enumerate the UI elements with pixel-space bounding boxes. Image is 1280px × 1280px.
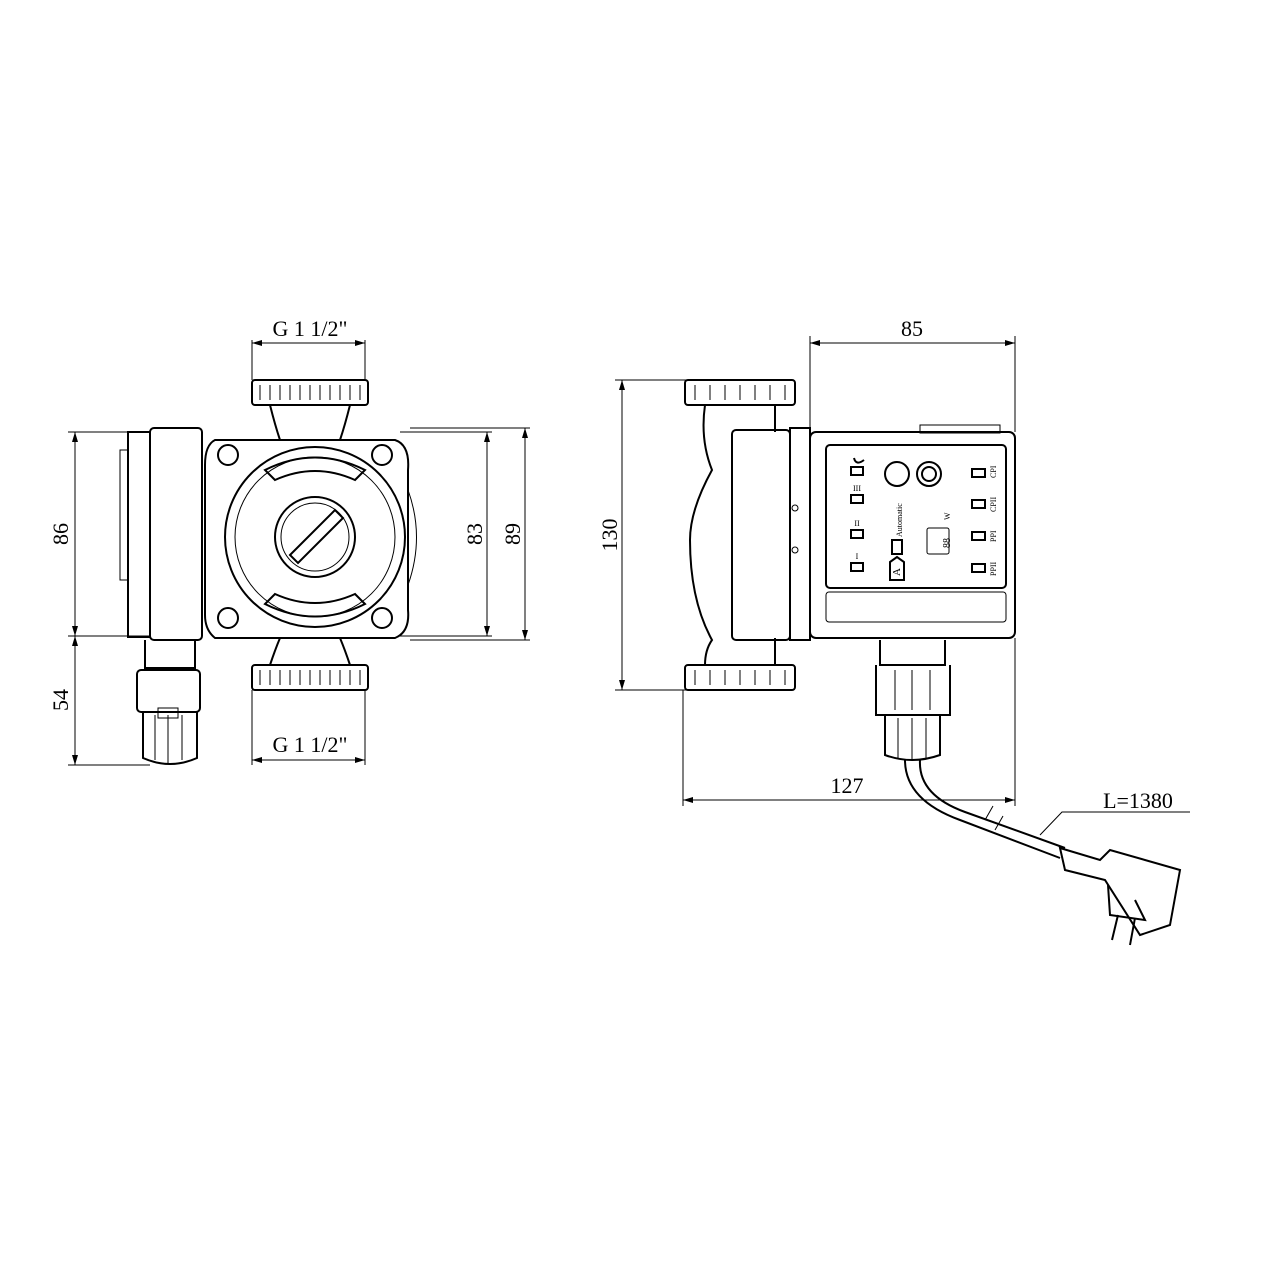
svg-text:CPII: CPII (989, 497, 998, 512)
svg-text:PPII: PPII (989, 561, 998, 576)
pump-housing (204, 439, 417, 639)
power-unit: W (943, 512, 952, 520)
button-pp1[interactable] (971, 531, 986, 541)
button-cp2[interactable] (971, 499, 986, 509)
dim-130: 130 (597, 519, 622, 552)
pipe-connector-bottom (251, 637, 369, 691)
dim-86: 86 (48, 523, 73, 545)
dim-83: 83 (462, 523, 487, 545)
button-speed-3[interactable] (850, 494, 864, 504)
power-plug (1058, 846, 1182, 946)
power-display: 88 (942, 538, 953, 548)
pipe-connector-top (251, 379, 369, 441)
button-automatic[interactable] (891, 539, 903, 555)
side-view: III II I Automatic A 88 W CPI CPII PPI P… (597, 316, 1190, 946)
automatic-label: Automatic (895, 503, 904, 537)
button-cp1[interactable] (971, 468, 986, 478)
button-pp2[interactable] (971, 563, 986, 573)
dim-127: 127 (831, 773, 864, 798)
svg-text:II: II (854, 519, 860, 528)
dim-89: 89 (500, 523, 525, 545)
button-night[interactable] (850, 466, 864, 476)
control-panel (825, 444, 1007, 589)
motor-end-cap (119, 427, 203, 641)
thread-top-label: G 1 1/2" (273, 316, 348, 341)
cable-gland-side (875, 640, 951, 761)
dim-85: 85 (901, 316, 923, 341)
svg-text:PPI: PPI (989, 530, 998, 542)
thread-bottom-label: G 1 1/2" (273, 732, 348, 757)
button-speed-1[interactable] (850, 562, 864, 572)
auto-button[interactable] (889, 555, 905, 581)
power-indicator (916, 461, 942, 487)
control-box: III II I Automatic A 88 W CPI CPII PPI P… (809, 424, 1016, 639)
svg-text:CPI: CPI (989, 465, 998, 478)
pipe-side (684, 379, 796, 691)
night-mode-indicator (884, 461, 910, 487)
front-view: G 1 1/2" G 1 1/2" 86 54 83 89 (48, 316, 530, 766)
dim-54: 54 (48, 689, 73, 711)
cable-length-label: L=1380 (1103, 788, 1173, 813)
svg-text:I: I (856, 552, 859, 561)
button-speed-2[interactable] (850, 529, 864, 539)
svg-text:III: III (853, 484, 861, 493)
svg-text:A: A (891, 568, 903, 576)
cable-gland-front (136, 640, 201, 765)
motor-side (731, 427, 811, 641)
power-cable (904, 759, 1066, 859)
